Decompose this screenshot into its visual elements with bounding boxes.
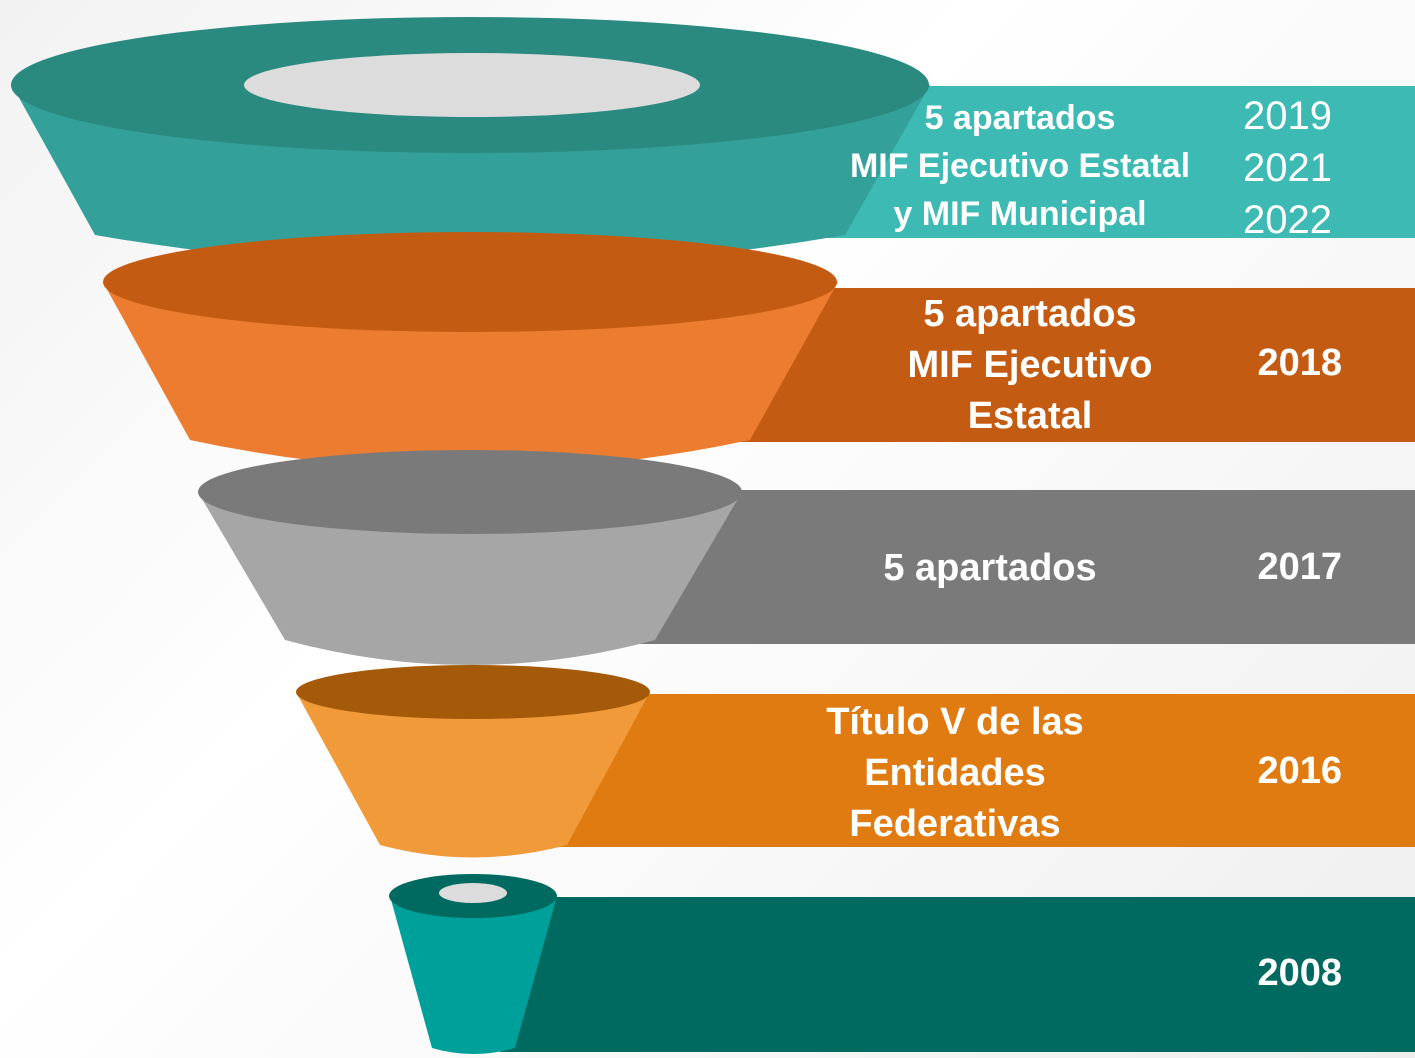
level-4-line-1: Título V de las: [826, 701, 1084, 743]
level-1-line-1: 5 apartados: [924, 99, 1116, 137]
level-1-year-1: 2019: [1243, 94, 1332, 138]
level-1-years: 2019 2021 2022: [1243, 90, 1332, 246]
band-level-4: [520, 694, 1415, 847]
funnel-tier-1: [11, 17, 930, 268]
funnel-tier-4: [296, 665, 650, 858]
band-level-5: [500, 897, 1415, 1052]
level-5-year: 2008: [1257, 952, 1342, 994]
level-2-description: 5 apartados MIF Ejecutivo Estatal: [850, 289, 1210, 442]
level-1-year-2: 2021: [1243, 146, 1332, 190]
funnel-tier-2: [103, 232, 838, 470]
level-2-line-3: Estatal: [967, 395, 1093, 437]
level-1-year-3: 2022: [1243, 198, 1332, 242]
level-4-line-2: Entidades: [864, 752, 1046, 794]
level-1-description: 5 apartados MIF Ejecutivo Estatal y MIF …: [810, 94, 1230, 238]
level-4-description: Título V de las Entidades Federativas: [790, 697, 1120, 850]
level-1-line-2: MIF Ejecutivo Estatal: [849, 147, 1191, 185]
level-2-year: 2018: [1257, 342, 1342, 384]
level-3-description: 5 apartados: [840, 543, 1140, 594]
level-4-year: 2016: [1257, 750, 1342, 792]
level-3-year: 2017: [1257, 546, 1342, 588]
funnel-tier-3: [198, 450, 742, 665]
level-2-line-1: 5 apartados: [923, 293, 1137, 335]
level-2-line-2: MIF Ejecutivo: [907, 344, 1153, 386]
level-4-line-3: Federativas: [849, 803, 1061, 845]
level-1-line-3: y MIF Municipal: [893, 195, 1147, 233]
level-3-line-1: 5 apartados: [883, 547, 1097, 589]
funnel-tier-5: [389, 874, 557, 1054]
